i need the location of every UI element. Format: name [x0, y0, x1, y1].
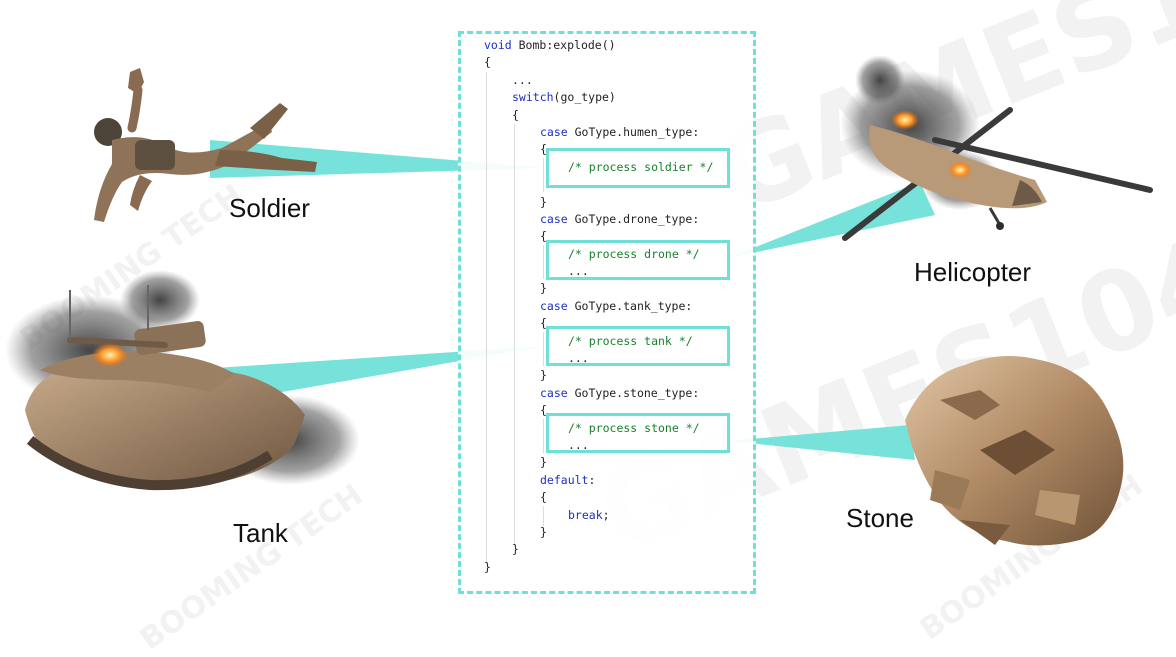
code-line: ...	[484, 437, 713, 454]
code-text: {	[540, 490, 547, 505]
code-line: /* process tank */	[484, 333, 713, 350]
code-keyword: void	[484, 38, 512, 52]
code-comment: /* process tank */	[568, 333, 693, 348]
code-text: }	[540, 368, 547, 383]
code-comment: /* process soldier */	[568, 159, 714, 174]
code-keyword: case	[540, 385, 568, 400]
code-line: }	[484, 194, 713, 211]
code-text: }	[540, 281, 547, 296]
code-line: default:	[484, 472, 713, 489]
code-text: {	[540, 142, 547, 157]
code-text: GoType.tank_type:	[567, 298, 693, 313]
label-soldier: Soldier	[229, 193, 310, 223]
tank-illustration	[5, 270, 360, 491]
code-panel	[458, 31, 756, 594]
code-text: ...	[568, 264, 589, 279]
code-line: ...	[484, 350, 713, 367]
code-comment: /* process drone */	[568, 246, 700, 261]
code-line: break;	[484, 507, 713, 524]
highlight-tank	[546, 326, 730, 366]
helicopter-illustration	[840, 55, 1153, 241]
indent-guide-2	[514, 124, 515, 544]
code-line: }	[484, 454, 713, 471]
indent-guide-7	[543, 506, 544, 526]
code-line: ...	[484, 263, 713, 280]
code-line: }	[484, 541, 713, 558]
code-line: ...	[484, 72, 713, 89]
code-text: {	[540, 316, 547, 331]
code-text: GoType.drone_type:	[567, 211, 700, 226]
code-line: }	[484, 559, 713, 576]
highlight-stone	[546, 413, 730, 453]
diagram-canvas	[5, 55, 1153, 546]
code-keyword: case	[540, 211, 568, 226]
code-line: case GoType.tank_type:	[484, 298, 713, 315]
code-line: {	[484, 54, 713, 71]
code-text: GoType.humen_type:	[567, 124, 700, 139]
code-text: {	[540, 403, 547, 418]
code-line: {	[484, 315, 713, 332]
code-line: case GoType.drone_type:	[484, 211, 713, 228]
indent-guide-4	[543, 245, 544, 279]
code-line: /* process stone */	[484, 420, 713, 437]
beam-helicopter	[728, 182, 935, 258]
indent-guide-5	[543, 332, 544, 366]
label-tank: Tank	[233, 518, 288, 548]
indent-guide-3	[543, 158, 544, 192]
code-line: {	[484, 489, 713, 506]
code-text: {	[484, 55, 491, 70]
code-text: :	[588, 472, 596, 487]
code-line: {	[484, 141, 713, 158]
code-text: }	[540, 455, 547, 470]
code-keyword: break	[568, 507, 603, 522]
code-line: {	[484, 402, 713, 419]
code-text: GoType.stone_type:	[567, 385, 700, 400]
soldier-illustration	[94, 68, 317, 222]
indent-guide-6	[543, 419, 544, 453]
label-helicopter: Helicopter	[914, 257, 1032, 287]
code-line: }	[484, 280, 713, 297]
code-line: void Bomb:explode()	[484, 37, 713, 54]
code-text: (go_type)	[553, 90, 616, 105]
code-text: ...	[568, 351, 589, 366]
code-keyword: switch	[512, 90, 554, 105]
code-line: case GoType.humen_type:	[484, 124, 713, 141]
code-line: }	[484, 524, 713, 541]
code-text: {	[512, 107, 519, 122]
code-text: }	[484, 559, 491, 574]
code-line: /* process drone */	[484, 246, 713, 263]
code-text: }	[540, 524, 547, 539]
code-line: /* process soldier */	[484, 159, 713, 176]
code-comment: /* process stone */	[568, 420, 700, 435]
code-line: {	[484, 228, 713, 245]
highlight-soldier	[546, 148, 730, 188]
code-text: ...	[512, 72, 533, 87]
code-text: ...	[568, 437, 589, 452]
code-line: {	[484, 107, 713, 124]
code-text: {	[540, 229, 547, 244]
code-line: case GoType.stone_type:	[484, 385, 713, 402]
code-line: }	[484, 367, 713, 384]
indent-guide-1	[486, 72, 487, 562]
stone-illustration	[905, 356, 1124, 546]
code-keyword: case	[540, 298, 568, 313]
code-block: void Bomb:explode(){...switch(go_type){c…	[484, 37, 713, 576]
code-text: ;	[602, 507, 610, 522]
code-line: switch(go_type)	[484, 89, 713, 106]
code-keyword: default	[540, 472, 589, 487]
label-stone: Stone	[846, 503, 914, 533]
code-text: Bomb:explode()	[511, 38, 616, 52]
beam-stone	[728, 425, 915, 460]
code-text: }	[540, 194, 547, 209]
highlight-drone	[546, 240, 730, 280]
code-keyword: case	[540, 124, 568, 139]
code-text: }	[512, 542, 519, 557]
